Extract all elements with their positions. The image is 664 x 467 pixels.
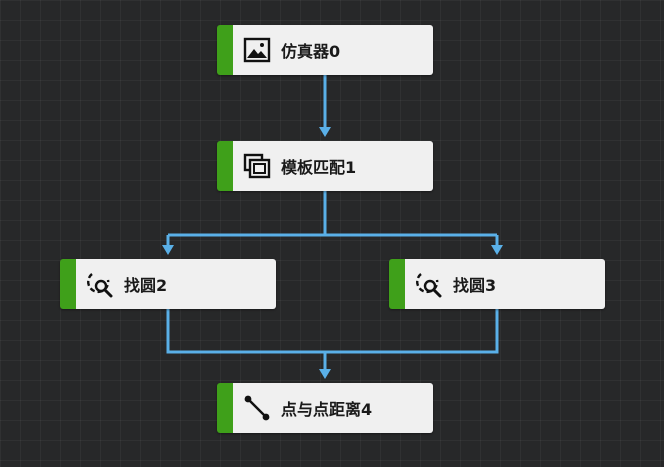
node-simulator[interactable]: 仿真器0 (217, 25, 433, 75)
node-label: 模板匹配1 (281, 158, 357, 177)
node-point-distance[interactable]: 点与点距离4 (217, 383, 433, 433)
node-label: 点与点距离4 (281, 400, 373, 419)
arrow-head (162, 245, 174, 255)
node-label: 找圆3 (453, 276, 497, 295)
arrow-head (319, 369, 331, 379)
node-template-match[interactable]: 模板匹配1 (217, 141, 433, 191)
find-circle-icon (85, 269, 115, 299)
find-circle-icon (414, 269, 444, 299)
connector-circle3-down (325, 309, 499, 354)
node-find-circle-3[interactable]: 找圆3 (389, 259, 605, 309)
arrow-head (491, 245, 503, 255)
image-icon (242, 35, 272, 65)
arrow-head (319, 127, 331, 137)
node-label: 找圆2 (124, 276, 168, 295)
template-match-icon (242, 151, 272, 181)
point-distance-icon (242, 393, 272, 423)
connector-circle2-down (166, 309, 325, 354)
node-label: 仿真器0 (281, 42, 341, 61)
node-find-circle-2[interactable]: 找圆2 (60, 259, 276, 309)
